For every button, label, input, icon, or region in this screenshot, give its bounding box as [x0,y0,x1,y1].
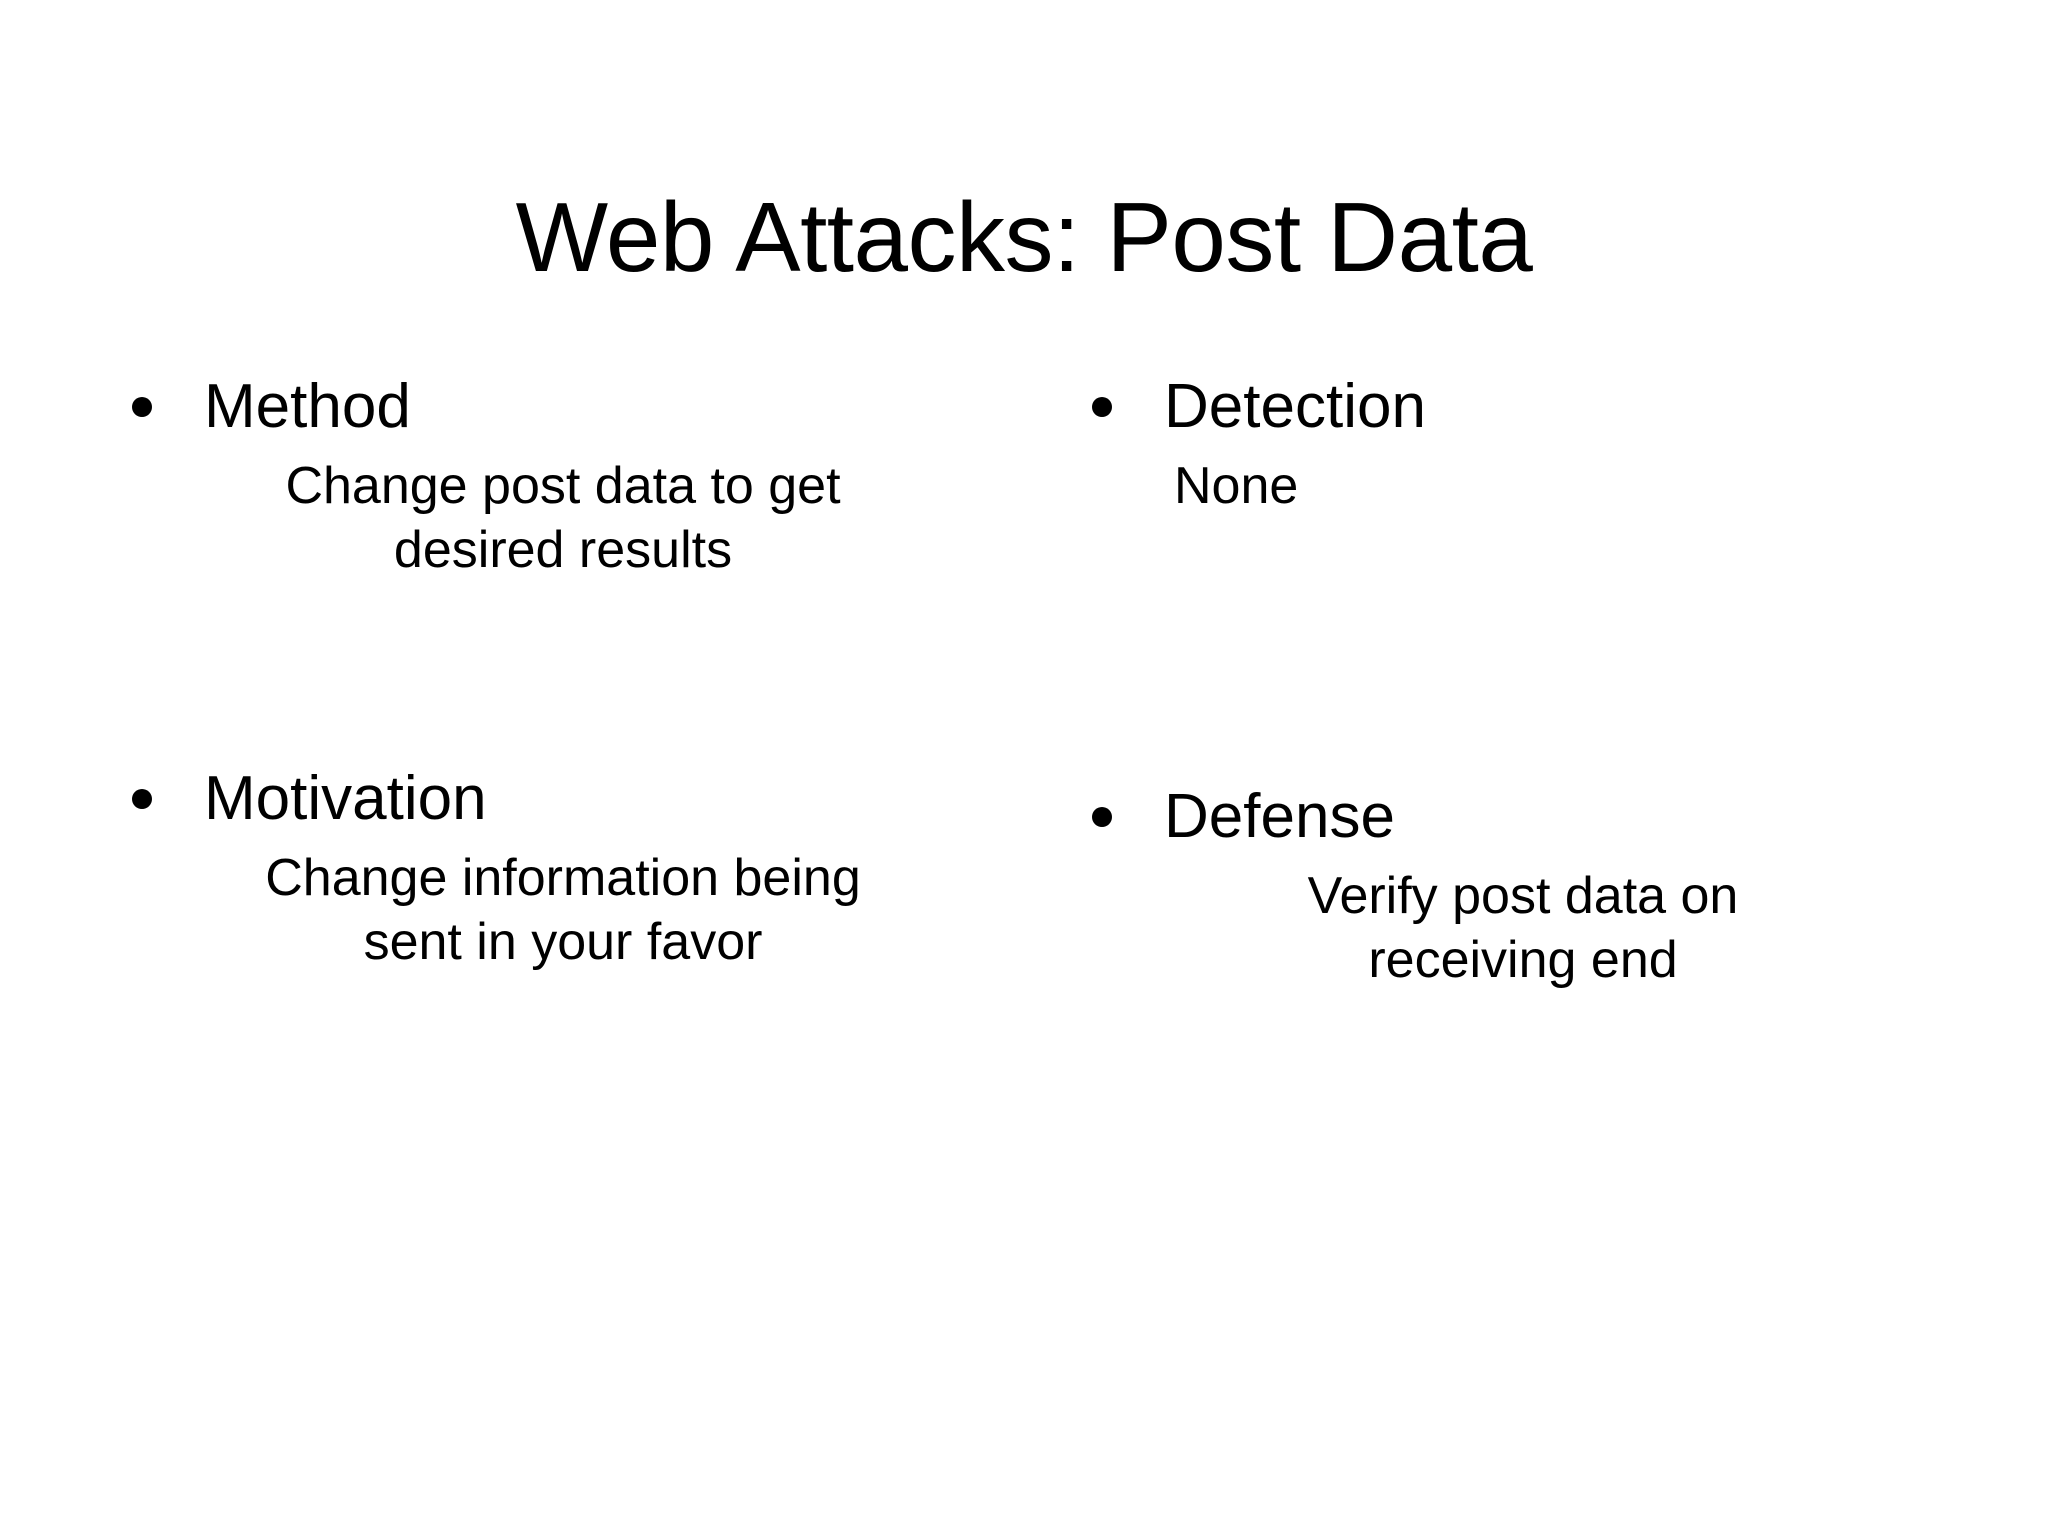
bullet-item-method: Method Change post data to get desired r… [96,372,976,582]
bullet-point-icon [132,788,152,809]
right-content-column: Detection None Defense Verify post data … [1056,372,1936,1152]
bullet-heading-method: Method [96,372,976,441]
bullet-detail-motivation: Change information being sent in your fa… [265,849,861,971]
bullet-heading-defense: Defense [1056,782,1936,851]
page-title: Web Attacks: Post Data [515,181,1533,292]
slide-body: Method Change post data to get desired r… [0,372,2048,1152]
bullet-heading-motivation: Motivation [96,764,976,833]
bullet-point-icon [132,396,152,417]
bullet-heading-label: Method [204,372,411,441]
bullet-heading-label: Defense [1164,782,1395,851]
bullet-point-icon [1092,806,1112,827]
bullet-heading-label: Motivation [204,764,487,833]
bullet-detail-detection: None [1174,457,1299,516]
left-content-column: Method Change post data to get desired r… [96,372,976,1152]
bullet-detail-method: Change post data to get desired results [285,457,841,579]
bullet-point-icon [1092,396,1112,417]
bullet-heading-detection: Detection [1056,372,1936,441]
bullet-heading-label: Detection [1164,372,1426,441]
bullet-detail-defense: Verify post data on receiving end [1307,867,1739,989]
bullet-item-detection: Detection None [1056,372,1936,519]
bullet-item-motivation: Motivation Change information being sent… [96,764,976,974]
bullet-item-defense: Defense Verify post data on receiving en… [1056,782,1936,992]
